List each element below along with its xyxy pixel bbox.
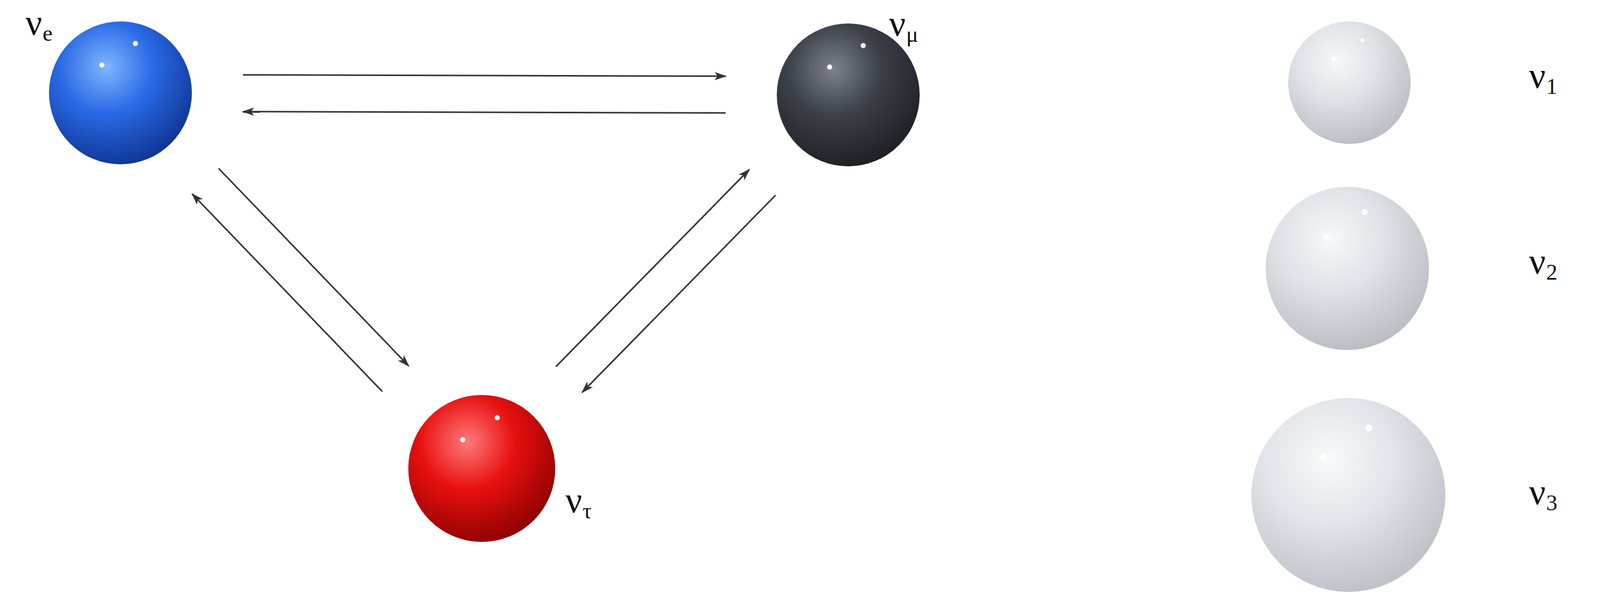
sphere-shape: [776, 23, 920, 167]
neutrino-label: ν3: [1529, 473, 1547, 515]
neutrino-label: ντ: [565, 481, 583, 523]
sphere-shape: [1265, 186, 1430, 351]
neutrino-sphere: ν2: [1265, 186, 1430, 351]
neutrino-label: νe: [25, 4, 53, 45]
oscillation-arrow: [555, 169, 750, 367]
neutrino-sphere: ντ: [408, 395, 556, 543]
neutrino-label: ν2: [1529, 242, 1547, 284]
neutrino-sphere: νe: [48, 21, 192, 165]
sphere-shape: [1251, 398, 1446, 593]
oscillation-arrow: [242, 75, 726, 77]
sphere-shape: [48, 21, 192, 165]
neutrino-sphere: ν3: [1251, 398, 1446, 593]
neutrino-sphere: νμ: [776, 23, 920, 167]
neutrino-sphere: ν1: [1288, 21, 1411, 144]
sphere-shape: [408, 395, 556, 543]
neutrino-label: νμ: [889, 5, 919, 46]
neutrino-label: ν1: [1529, 57, 1547, 98]
oscillation-arrow: [218, 168, 409, 366]
oscillation-arrow: [582, 195, 776, 393]
oscillation-arrow: [191, 193, 382, 392]
oscillation-arrow: [242, 111, 726, 114]
sphere-shape: [1288, 21, 1411, 144]
